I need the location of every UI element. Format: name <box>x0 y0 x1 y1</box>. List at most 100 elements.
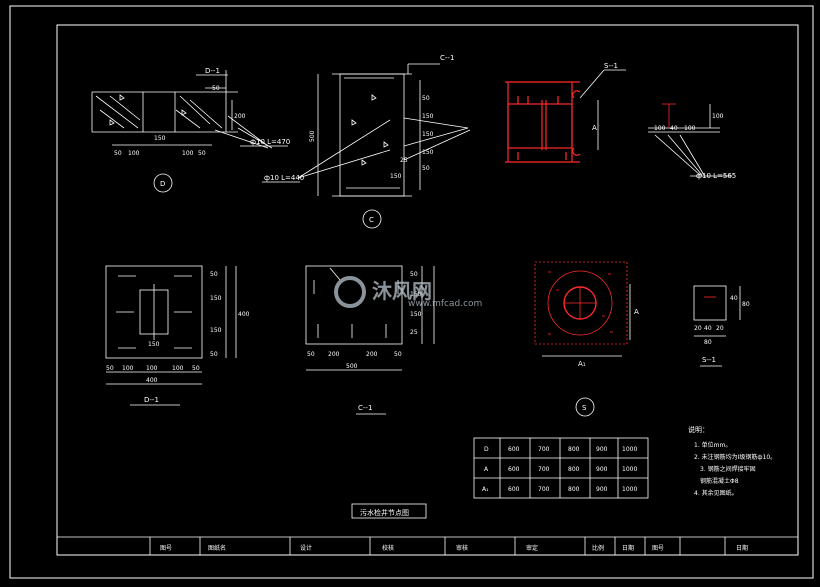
note-4: 4. 其余见图纸。 <box>694 489 738 497</box>
small-s-title: S--1 <box>702 356 716 364</box>
plan-d-r0: 50 <box>210 271 218 278</box>
marker-c-label: C <box>369 216 374 224</box>
dim-d-4: 50 <box>198 150 206 157</box>
inner-border <box>56 24 799 556</box>
plan-c-b2: 200 <box>366 351 378 358</box>
title-block-cell: 图号 <box>652 545 664 552</box>
table-cell: 600 <box>508 486 520 493</box>
plan-s-small <box>693 285 741 367</box>
plan-d-b0: 50 <box>106 365 114 372</box>
plan-c-b0: 50 <box>307 351 315 358</box>
dim-d-2: 150 <box>154 135 166 142</box>
dim-d-h2: 200 <box>234 113 246 120</box>
table-cell: 800 <box>568 486 580 493</box>
section-c-detail <box>262 63 471 229</box>
note-1: 1. 单位mm。 <box>694 441 731 449</box>
dim-c-r0: 50 <box>422 95 430 102</box>
dim-far-2: 100 <box>684 125 696 132</box>
table-row-label: D <box>484 446 489 453</box>
plan-c-r2: 150 <box>410 311 422 318</box>
small-s-b0: 20 <box>694 325 702 332</box>
dim-c-b1: 25 <box>400 157 408 164</box>
detail-marker-s <box>575 397 595 417</box>
plan-d-b2: 100 <box>146 365 158 372</box>
section-c-title: C--1 <box>440 54 454 62</box>
table-cell: 900 <box>596 446 608 453</box>
small-s-b1: 40 <box>704 325 712 332</box>
note-2: 2. 未注钢筋均为Ⅰ级钢筋ф10。 <box>694 453 776 461</box>
drawing-title: 污水检井节点图 <box>360 508 409 517</box>
dim-c-r3: 150 <box>422 149 434 156</box>
section-s-title: S--1 <box>604 62 618 70</box>
table-cell: 1000 <box>622 486 637 493</box>
plan-d-title: D--1 <box>144 396 159 404</box>
small-s-r1: 80 <box>742 301 750 308</box>
title-block <box>57 536 798 555</box>
plan-d-r1: 150 <box>210 295 222 302</box>
dim-c-height: 500 <box>309 130 316 142</box>
title-block-cell: 设计 <box>300 544 312 552</box>
note-3b: 钢筋混凝土Φ8 <box>700 477 739 485</box>
section-d-detail <box>91 70 288 193</box>
table-cell: 1000 <box>622 446 637 453</box>
table-cell: 800 <box>568 466 580 473</box>
plan-c-b3: 50 <box>394 351 402 358</box>
rebar-c-label: ф10 L=440 <box>264 174 304 182</box>
outer-border <box>9 5 814 579</box>
table-cell: 900 <box>596 466 608 473</box>
title-block-cell: 比例 <box>592 544 604 552</box>
table-cell: 600 <box>508 446 520 453</box>
section-s-detail <box>505 81 581 163</box>
plan-d-b4: 50 <box>192 365 200 372</box>
title-block-cell: 日期 <box>622 544 634 552</box>
plan-d-center: 150 <box>148 341 160 348</box>
plan-d-b1: 100 <box>122 365 134 372</box>
plan-a1-label: A₁ <box>578 360 586 368</box>
table-cell: 600 <box>508 466 520 473</box>
plan-c-total: 500 <box>346 363 358 370</box>
dim-far-v: 100 <box>712 113 724 120</box>
size-table <box>473 437 649 499</box>
plan-a <box>534 261 628 345</box>
dim-c-r1: 150 <box>422 113 434 120</box>
table-cell: 800 <box>568 446 580 453</box>
plan-d <box>105 265 237 406</box>
detail-marker-c <box>362 209 382 229</box>
plan-a-label: A <box>634 308 639 316</box>
plan-c-title: C--1 <box>358 404 372 412</box>
table-row-label: A₁ <box>482 486 489 493</box>
dim-c-r2: 150 <box>422 131 434 138</box>
marker-s-label: S <box>582 404 587 412</box>
note-3: 3. 钢筋之间焊接牢固 <box>700 465 756 473</box>
dim-s-a: A <box>592 124 597 132</box>
mf-logo-icon <box>334 276 366 308</box>
table-cell: 900 <box>596 486 608 493</box>
rebar-far-label: ф10 L=565 <box>696 172 736 180</box>
watermark-brand: 沐风网 <box>372 279 432 303</box>
plan-c-r0: 50 <box>410 271 418 278</box>
plan-c-r1: 150 <box>410 291 422 298</box>
watermark: 沐风网 www.mfcad.com <box>334 276 482 309</box>
title-block-cell: 图号 <box>160 545 172 552</box>
title-block-cell: 审核 <box>456 544 468 552</box>
table-cell: 700 <box>538 446 550 453</box>
notes-title: 说明： <box>688 425 709 434</box>
watermark-site: www.mfcad.com <box>408 299 482 309</box>
small-s-b2: 20 <box>716 325 724 332</box>
rebar-d-label: ф10 L=470 <box>250 138 290 146</box>
table-cell: 700 <box>538 466 550 473</box>
dim-c-r4: 50 <box>422 165 430 172</box>
title-block-cell: 校核 <box>382 544 394 552</box>
table-row-label: A <box>484 466 489 473</box>
dim-far-1: 40 <box>670 125 678 132</box>
table-cell: 700 <box>538 486 550 493</box>
plan-d-total: 400 <box>146 377 158 384</box>
section-d-title: D--1 <box>205 67 220 75</box>
plan-d-b3: 100 <box>172 365 184 372</box>
marker-d-label: D <box>160 180 165 188</box>
plan-c-r3: 25 <box>410 329 418 336</box>
plan-d-r3: 50 <box>210 351 218 358</box>
plan-c <box>305 265 435 415</box>
dim-d-1: 100 <box>128 150 140 157</box>
